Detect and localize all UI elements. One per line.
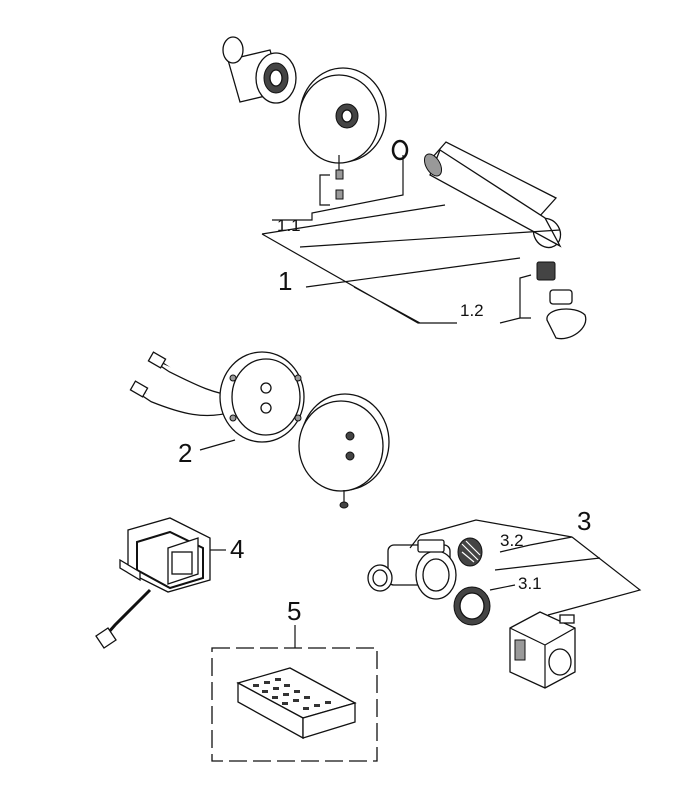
spout-tube xyxy=(423,141,562,249)
filter-screen xyxy=(457,537,483,567)
callout-4: 4 xyxy=(230,534,244,564)
o-ring xyxy=(391,139,409,161)
assembly-3-valve: 3 3.2 3.1 xyxy=(367,506,642,689)
leader-2 xyxy=(199,439,236,451)
callout-5: 5 xyxy=(287,596,301,626)
leader-3 xyxy=(439,519,642,616)
sensor-cover-plate xyxy=(298,393,390,509)
aerator-parts xyxy=(519,261,587,340)
callout-3-2: 3.2 xyxy=(500,531,524,550)
remote-unit xyxy=(236,667,357,740)
sensor-housing xyxy=(219,351,305,443)
callout-3: 3 xyxy=(577,506,591,536)
assembly-1-spout: 1.1 1 1.2 xyxy=(222,36,587,340)
callout-2: 2 xyxy=(178,438,192,468)
diaphragm xyxy=(453,586,491,626)
callout-3-1: 3.1 xyxy=(518,574,542,593)
callout-1: 1 xyxy=(278,266,292,296)
rosette-plate xyxy=(298,67,387,164)
leader-1-1 xyxy=(272,155,404,221)
callout-1-2: 1.2 xyxy=(460,301,484,320)
solenoid-coil xyxy=(509,611,576,689)
assembly-2-sensor: 2 xyxy=(129,351,390,509)
valve-body xyxy=(367,539,457,600)
mounting-sleeve xyxy=(222,36,297,104)
callout-1-1: 1.1 xyxy=(277,216,301,235)
part-4-power-supply: 4 xyxy=(95,517,244,649)
part-5-remote-control: 5 xyxy=(211,596,378,762)
set-screws xyxy=(319,155,344,206)
leader-1 xyxy=(261,204,561,324)
